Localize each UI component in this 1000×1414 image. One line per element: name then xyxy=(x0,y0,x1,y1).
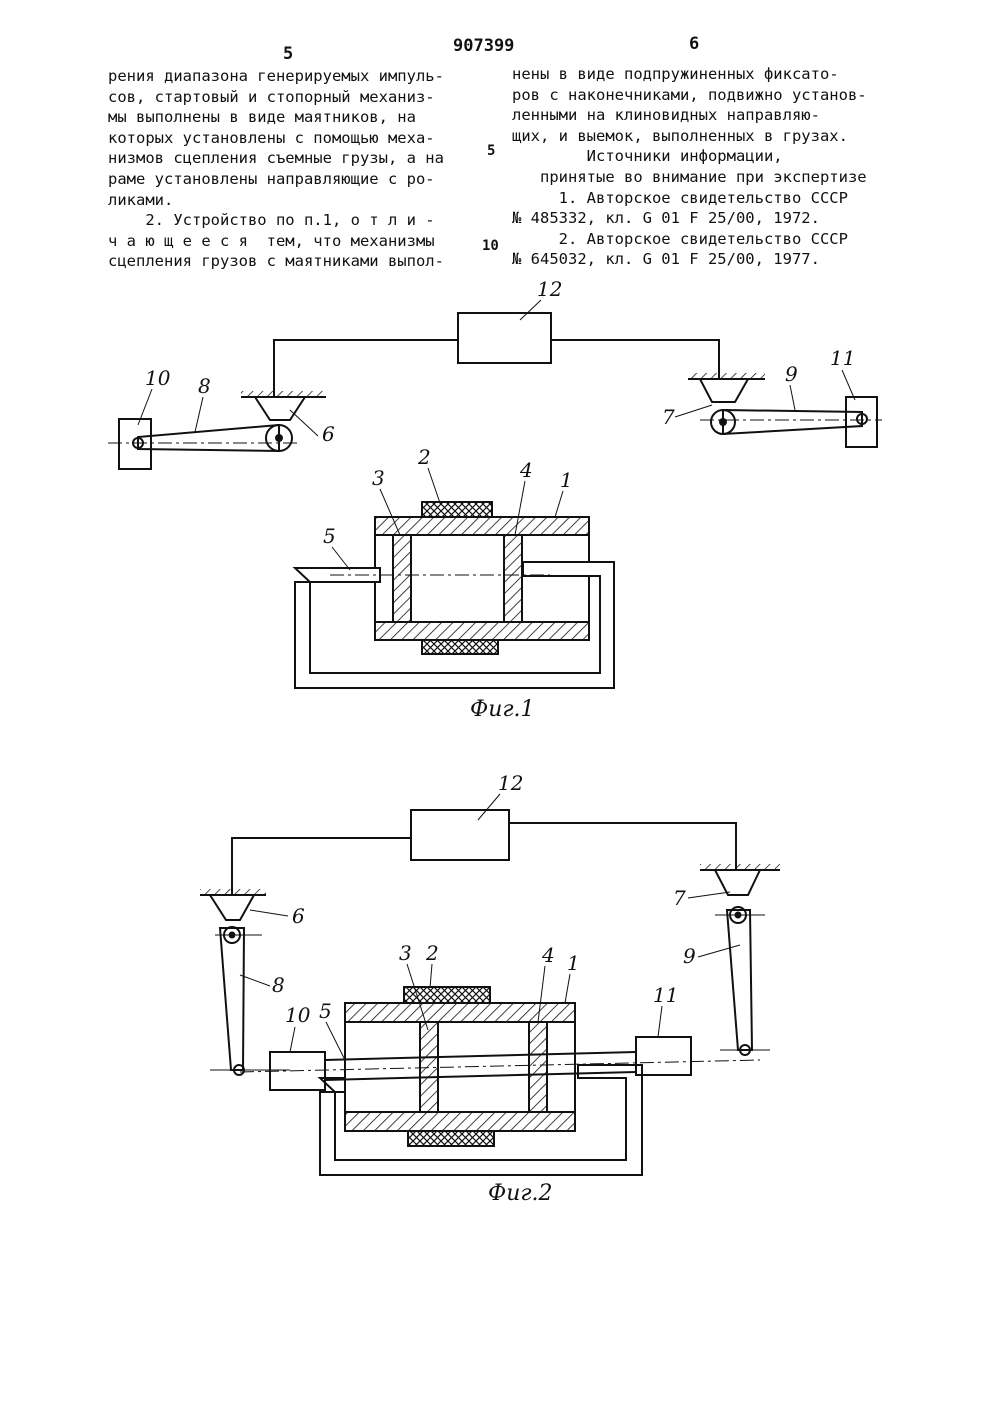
label-5: 5 xyxy=(319,999,332,1023)
label-11: 11 xyxy=(830,346,855,370)
label-10: 10 xyxy=(145,366,171,390)
figure-1 xyxy=(108,313,882,688)
label-10: 10 xyxy=(285,1003,311,1027)
label-12: 12 xyxy=(498,771,523,795)
label-4: 4 xyxy=(519,458,533,482)
label-8: 8 xyxy=(272,973,285,997)
figure-2 xyxy=(200,810,780,1175)
wire-left xyxy=(232,838,411,895)
wire-right xyxy=(509,823,736,870)
block-12 xyxy=(411,810,509,860)
label-3: 3 xyxy=(399,941,412,965)
label-8: 8 xyxy=(198,374,211,398)
label-9: 9 xyxy=(785,362,798,386)
label-11: 11 xyxy=(653,983,678,1007)
figure-2-caption: Фиг.2 xyxy=(488,1181,553,1206)
block-12 xyxy=(458,313,551,363)
label-7: 7 xyxy=(673,886,686,910)
label-7: 7 xyxy=(662,405,675,429)
weight-10 xyxy=(119,419,151,469)
label-6: 6 xyxy=(292,904,305,928)
label-2: 2 xyxy=(425,941,439,965)
label-1: 1 xyxy=(567,951,580,975)
label-5: 5 xyxy=(323,524,336,548)
label-2: 2 xyxy=(417,445,431,469)
label-4: 4 xyxy=(541,943,555,967)
label-1: 1 xyxy=(560,468,573,492)
weight-11 xyxy=(636,1037,691,1075)
label-3: 3 xyxy=(372,466,385,490)
figure-1-caption: Фиг.1 xyxy=(470,697,535,722)
label-6: 6 xyxy=(322,422,335,446)
wire-left xyxy=(274,340,458,397)
label-12: 12 xyxy=(537,277,562,301)
label-9: 9 xyxy=(683,944,696,968)
